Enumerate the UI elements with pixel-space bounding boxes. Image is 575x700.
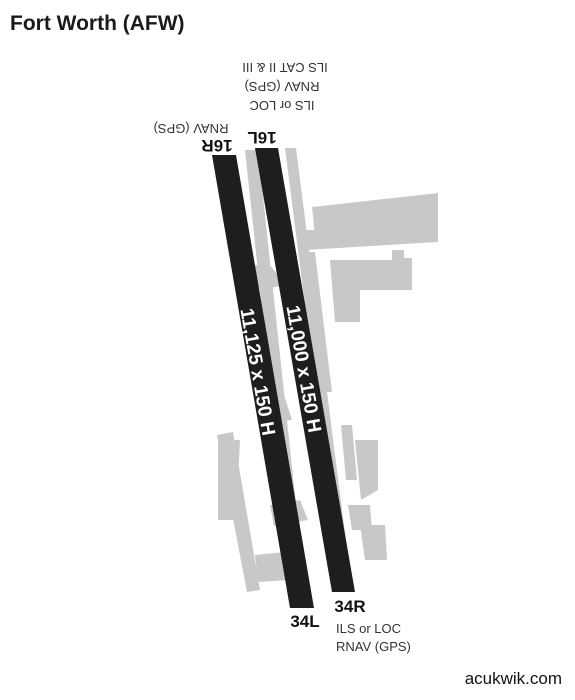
apron-north [312, 193, 438, 246]
approach-16L-rnav: RNAV (GPS) [245, 79, 320, 94]
apron-south [255, 552, 290, 582]
approach-34R-ils-loc: ILS or LOC [336, 621, 401, 636]
approach-16L-ils-loc: ILS or LOC [249, 98, 314, 113]
apron-southeast-3 [360, 525, 387, 560]
runway-16R-34L [212, 155, 314, 608]
runway-id-16R: 16R [201, 136, 232, 155]
approach-16L-ils-cat: ILS CAT II & III [242, 60, 328, 75]
east-taxi-stub [341, 425, 357, 480]
source-credit: acukwik.com [465, 669, 562, 688]
apron-southeast-2 [348, 505, 372, 530]
runway-id-34L: 34L [290, 612, 319, 631]
crossing-taxiway-1 [250, 265, 285, 290]
stub-taxiway-east [306, 252, 332, 392]
runway-id-16L: 16L [247, 128, 276, 147]
apron-west [218, 440, 240, 520]
runway-16L-34R [255, 148, 355, 592]
apron-southeast [355, 440, 378, 500]
approach-16R-rnav: RNAV (GPS) [154, 121, 229, 136]
approach-34R-rnav: RNAV (GPS) [336, 639, 411, 654]
runway-id-34R: 34R [334, 597, 365, 616]
parallel-taxiway-east [285, 148, 352, 588]
page-title: Fort Worth (AFW) [10, 12, 185, 35]
apron-east [330, 250, 412, 322]
